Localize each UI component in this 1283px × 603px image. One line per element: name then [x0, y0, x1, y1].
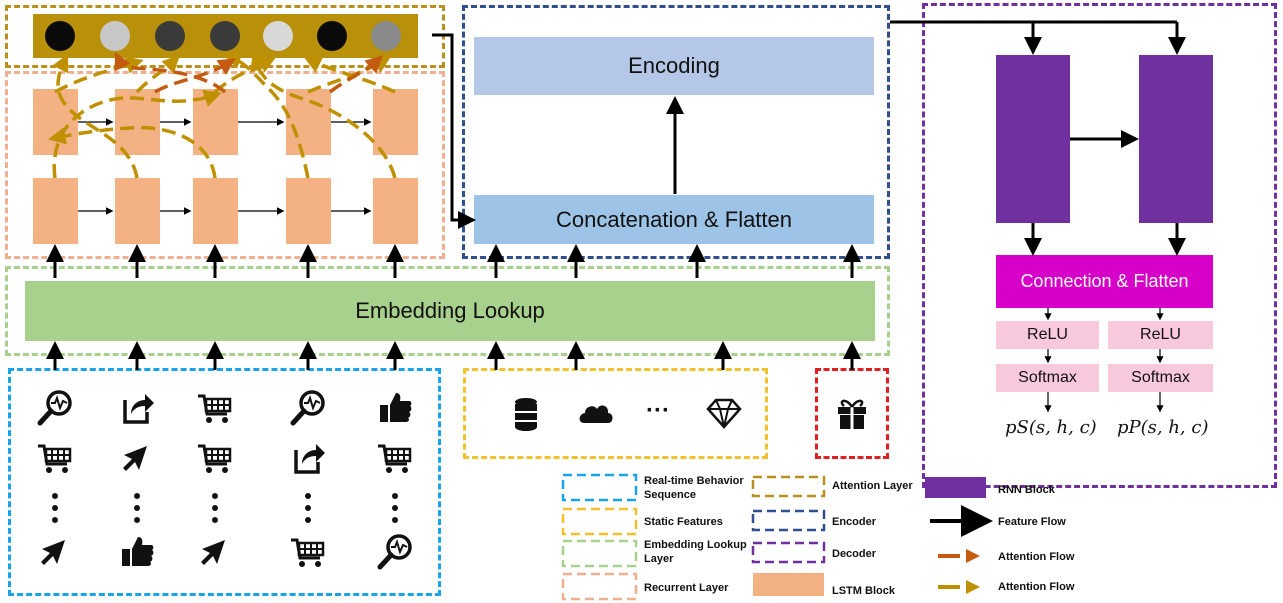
embedding-layer-region: [5, 266, 890, 356]
cart-icon: [195, 438, 235, 478]
legend-attention-flow-1-label: Attention Flow: [998, 551, 1075, 563]
attention-circle: [210, 21, 240, 51]
embedding-lookup-block: Embedding Lookup: [25, 281, 875, 341]
concat-flatten-label: Concatenation & Flatten: [555, 206, 793, 232]
softmax-label-left: Softmax: [1018, 369, 1077, 386]
cloud-icon: [576, 393, 616, 433]
legend-rnn-label: RNN Block: [998, 484, 1055, 496]
vertical-ellipsis-icon: [117, 488, 157, 528]
relu-block-left: ReLU: [996, 321, 1099, 349]
legend-rnn-swatch: [925, 477, 986, 498]
encoding-label: Encoding: [628, 53, 720, 78]
cursor-arrow-icon: [117, 438, 157, 478]
legend-embedding-label: Embedding Lookup Layer: [644, 539, 747, 565]
cart-icon: [195, 388, 235, 428]
legend-attention-flow-2: [938, 580, 980, 594]
legend-static-label: Static Features: [644, 516, 723, 528]
legend-recurrent-label: Recurrent Layer: [644, 582, 729, 594]
search-analytics-icon: [288, 388, 328, 428]
softmax-block-left: Softmax: [996, 364, 1099, 392]
search-analytics-icon: [35, 388, 75, 428]
cursor-arrow-icon: [35, 532, 75, 572]
lstm-block: [286, 89, 331, 155]
encoder-region: [462, 5, 890, 259]
legend-feature-flow-label: Feature Flow: [998, 516, 1066, 528]
diamond-icon: [704, 393, 744, 433]
relu-label-right: ReLU: [1140, 326, 1181, 343]
share-icon: [117, 388, 157, 428]
vertical-ellipsis-icon: [195, 488, 235, 528]
rnn-block-right: [1139, 55, 1213, 223]
share-icon: [288, 438, 328, 478]
relu-label-left: ReLU: [1027, 326, 1068, 343]
attention-circle: [371, 21, 401, 51]
legend-encoder-label: Encoder: [832, 516, 877, 528]
attention-circle: [45, 21, 75, 51]
cart-icon: [375, 438, 415, 478]
lstm-block: [33, 178, 78, 244]
static-features-region: [463, 368, 768, 459]
encoding-block: Encoding: [474, 37, 874, 95]
attention-circle: [155, 21, 185, 51]
output-pp-label: pP(s, h, c): [1117, 417, 1209, 438]
database-icon: [506, 393, 546, 433]
cursor-arrow-icon: [195, 532, 235, 572]
lstm-block: [286, 178, 331, 244]
decoder-region: [922, 3, 1277, 488]
attention-circle: [317, 21, 347, 51]
static-features-ellipsis: ···: [646, 397, 670, 424]
legend-decoder-label: Decoder: [832, 548, 877, 560]
legend-attention-flow-1: [938, 549, 980, 563]
connection-flatten-block: Connection & Flatten: [996, 255, 1213, 308]
vertical-ellipsis-icon: [35, 488, 75, 528]
rnn-block-left: [996, 55, 1070, 223]
connection-flatten-label: Connection & Flatten: [1020, 271, 1189, 291]
legend-realtime-label: Real-time Behavior Sequence: [644, 475, 744, 501]
realtime-behavior-region: [8, 368, 441, 596]
lstm-block: [193, 178, 238, 244]
legend-attention-layer-label: Attention Layer: [832, 480, 913, 492]
vertical-ellipsis-icon: [288, 488, 328, 528]
gift-icon: [832, 393, 872, 433]
output-ps-label: pS(s, h, c): [1005, 417, 1097, 438]
thumbs-up-icon: [117, 532, 157, 572]
legend-attention-flow-2-label: Attention Flow: [998, 581, 1075, 593]
attention-circle: [100, 21, 130, 51]
attention-circles: [45, 21, 401, 51]
lstm-block: [373, 89, 418, 155]
embedding-lookup-label: Embedding Lookup: [355, 298, 545, 323]
softmax-block-right: Softmax: [1108, 364, 1213, 392]
softmax-label-right: Softmax: [1131, 369, 1190, 386]
search-analytics-icon: [375, 532, 415, 572]
thumbs-up-icon: [375, 388, 415, 428]
lstm-block: [373, 178, 418, 244]
legend-lstm-label: LSTM Block: [832, 585, 895, 597]
attention-circle: [263, 21, 293, 51]
cart-icon: [288, 532, 328, 572]
legend-lstm-swatch: [753, 573, 824, 596]
relu-block-right: ReLU: [1108, 321, 1213, 349]
concat-flatten-block: Concatenation & Flatten: [474, 195, 874, 244]
vertical-ellipsis-icon: [375, 488, 415, 528]
lstm-block: [115, 178, 160, 244]
cart-icon: [35, 438, 75, 478]
